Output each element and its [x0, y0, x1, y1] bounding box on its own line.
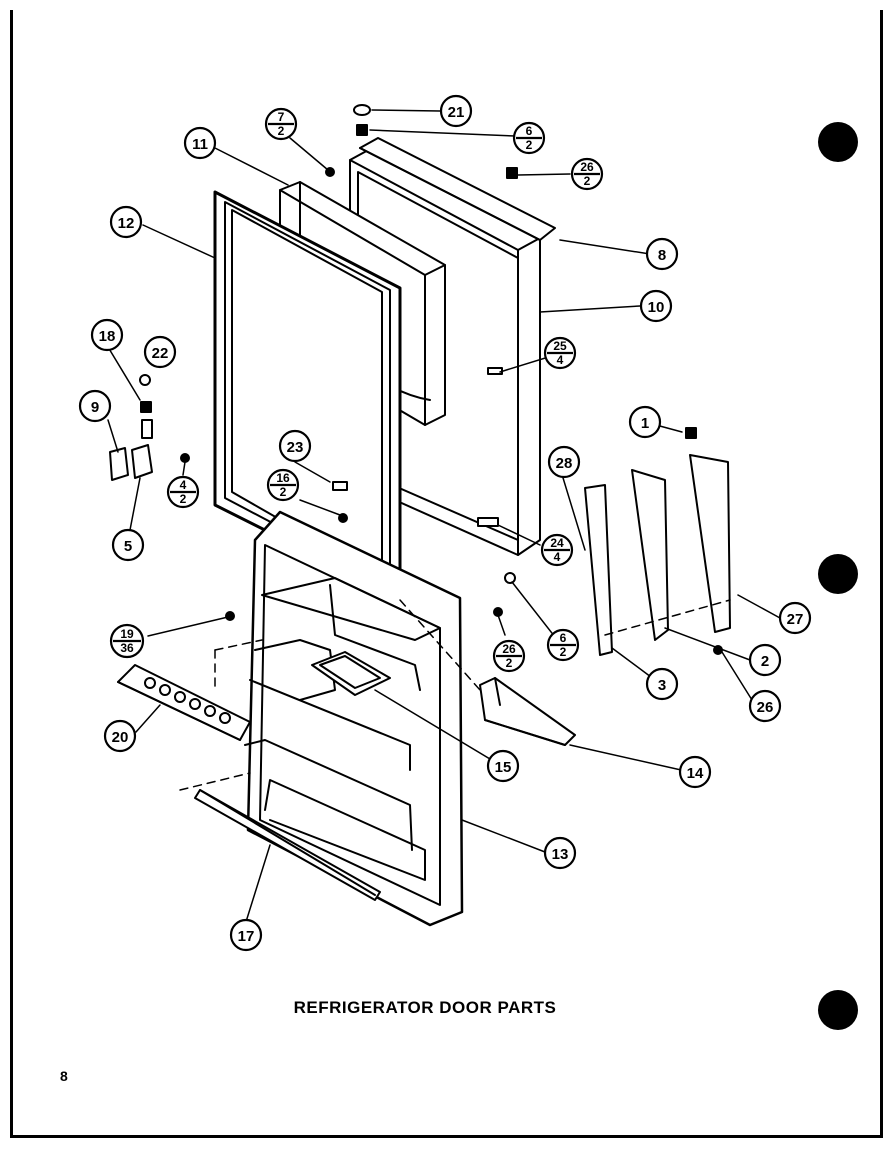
leader-lines — [107, 109, 781, 926]
svg-text:2: 2 — [761, 653, 769, 670]
svg-text:2: 2 — [180, 492, 187, 506]
callout-8: 8 — [645, 237, 679, 271]
svg-text:26: 26 — [757, 699, 774, 716]
svg-text:24: 24 — [550, 536, 564, 550]
svg-text:26: 26 — [502, 642, 516, 656]
fraction-callout-19-36: 19 36 — [109, 623, 145, 659]
svg-text:26: 26 — [580, 160, 594, 174]
callout-15: 15 — [486, 749, 520, 783]
top-hinge-bar-part — [359, 137, 556, 241]
svg-text:2: 2 — [560, 645, 567, 659]
svg-text:20: 20 — [112, 729, 129, 746]
binder-hole-middle — [818, 554, 858, 594]
svg-text:1: 1 — [641, 415, 649, 432]
hardware-fasteners — [139, 104, 723, 655]
fraction-callout-7-2: 7 2 — [264, 107, 298, 141]
callout-circles: 21 11 12 8 10 18 22 9 1 23 28 5 27 2 3 2… — [78, 94, 812, 952]
svg-text:4: 4 — [180, 478, 187, 492]
callout-5: 5 — [111, 528, 145, 562]
fraction-callout-16-2: 16 2 — [266, 468, 300, 502]
callout-20: 20 — [103, 719, 137, 753]
callout-11: 11 — [183, 126, 217, 160]
callout-13: 13 — [543, 836, 577, 870]
svg-text:22: 22 — [152, 345, 169, 362]
frame-left-edge — [10, 10, 13, 1138]
svg-text:16: 16 — [276, 471, 290, 485]
callout-1: 1 — [628, 405, 662, 439]
callout-10: 10 — [639, 289, 673, 323]
svg-text:10: 10 — [648, 299, 665, 316]
svg-text:14: 14 — [687, 765, 704, 782]
shelf-bracket-part — [479, 677, 576, 746]
svg-text:15: 15 — [495, 759, 512, 776]
frame-right-edge — [880, 10, 883, 1138]
bottom-trim-strip-part — [194, 789, 381, 901]
callout-22: 22 — [143, 335, 177, 369]
svg-text:12: 12 — [118, 215, 135, 232]
svg-text:2: 2 — [506, 656, 513, 670]
callout-18: 18 — [90, 318, 124, 352]
svg-text:2: 2 — [278, 124, 285, 138]
svg-text:13: 13 — [552, 846, 569, 863]
svg-text:9: 9 — [91, 399, 99, 416]
fraction-callout-25-4: 25 4 — [543, 336, 577, 370]
inner-door-liner-part — [244, 510, 464, 927]
fraction-callout-6-2-bottom: 6 2 — [546, 628, 580, 662]
fraction-callout-4-2: 4 2 — [166, 475, 200, 509]
svg-text:28: 28 — [556, 455, 573, 472]
dairy-shelf-part — [311, 651, 391, 696]
svg-text:36: 36 — [120, 641, 134, 655]
callout-28: 28 — [547, 445, 581, 479]
svg-text:18: 18 — [99, 328, 116, 345]
svg-text:3: 3 — [658, 677, 666, 694]
callout-26: 26 — [748, 689, 782, 723]
svg-text:2: 2 — [280, 485, 287, 499]
page-number: 8 — [60, 1068, 68, 1084]
frame-bottom-edge — [10, 1135, 883, 1138]
svg-text:7: 7 — [278, 110, 285, 124]
svg-text:2: 2 — [584, 174, 591, 188]
svg-text:17: 17 — [238, 928, 255, 945]
callout-17: 17 — [229, 918, 263, 952]
callout-14: 14 — [678, 755, 712, 789]
svg-text:27: 27 — [787, 611, 804, 628]
side-trim-strips — [584, 454, 731, 656]
callout-2: 2 — [748, 643, 782, 677]
svg-text:6: 6 — [560, 631, 567, 645]
svg-text:11: 11 — [192, 136, 208, 153]
svg-text:25: 25 — [553, 339, 567, 353]
svg-text:4: 4 — [557, 353, 564, 367]
callout-21: 21 — [439, 94, 473, 128]
svg-text:8: 8 — [658, 247, 666, 264]
callout-3: 3 — [645, 667, 679, 701]
fraction-callout-24-4: 24 4 — [540, 533, 574, 567]
callout-23: 23 — [278, 429, 312, 463]
svg-text:6: 6 — [526, 124, 533, 138]
egg-tray-part — [117, 664, 251, 741]
fraction-callouts: 7 2 6 2 26 2 25 4 4 2 16 2 24 4 19 36 26… — [109, 107, 604, 673]
binder-hole-top — [818, 122, 858, 162]
callout-27: 27 — [778, 601, 812, 635]
callout-12: 12 — [109, 205, 143, 239]
svg-text:2: 2 — [526, 138, 533, 152]
svg-text:19: 19 — [120, 627, 134, 641]
assembly-dashed-lines — [179, 599, 731, 791]
svg-text:5: 5 — [124, 538, 132, 555]
hinge-bracket-part — [109, 419, 153, 481]
fraction-callout-26-2-top: 26 2 — [570, 157, 604, 191]
svg-text:4: 4 — [554, 550, 561, 564]
binder-hole-bottom — [818, 990, 858, 1030]
fraction-callout-6-2-top: 6 2 — [512, 121, 546, 155]
svg-text:23: 23 — [287, 439, 304, 456]
diagram-title: REFRIGERATOR DOOR PARTS — [293, 998, 557, 1017]
fraction-callout-26-2-bottom: 26 2 — [492, 639, 526, 673]
svg-text:21: 21 — [448, 104, 465, 121]
callout-9: 9 — [78, 389, 112, 423]
